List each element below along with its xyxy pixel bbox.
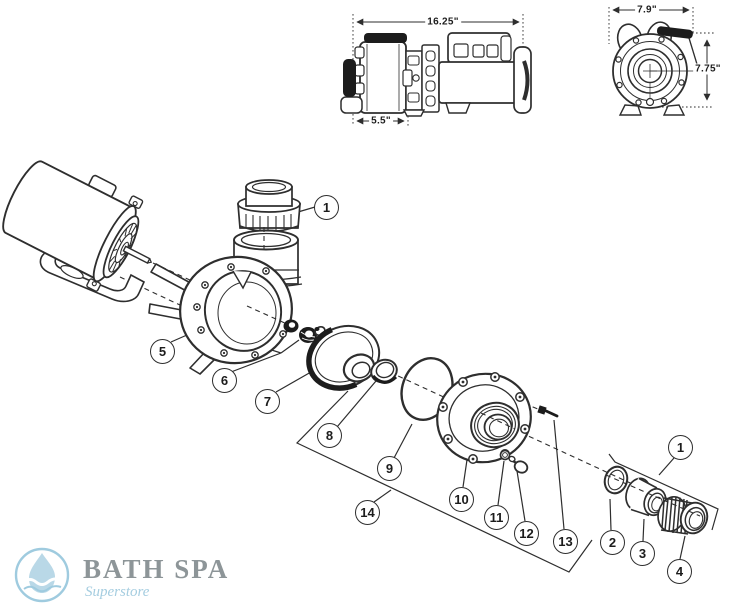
- front-view-drawing: [608, 6, 714, 116]
- callout-13-screw: 13: [553, 529, 578, 554]
- callout-5-motor: 5: [150, 339, 175, 364]
- logo-tagline: Superstore: [85, 584, 150, 600]
- drain-o-ring: [499, 449, 511, 461]
- callout-8-wear-ring: 8: [317, 423, 342, 448]
- callout-1-union-right: 1: [668, 435, 693, 460]
- logo-name: BATH SPA: [83, 554, 230, 584]
- callout-9-o-ring: 9: [377, 456, 402, 481]
- callout-2-union-o-ring: 2: [600, 530, 625, 555]
- callout-11-drain-o-ring: 11: [484, 505, 509, 530]
- callout-10-faceplate: 10: [449, 487, 474, 512]
- union-nut: [657, 495, 709, 535]
- dim-front-overall-width: 7.9": [635, 4, 659, 16]
- callout-4-union-nut: 4: [667, 559, 692, 584]
- leader-lines: [170, 206, 686, 560]
- dim-side-overall-width: 16.25": [425, 16, 461, 28]
- dim-front-overall-height: 7.75": [693, 63, 723, 75]
- union-fitting-top: [237, 179, 301, 233]
- logo-text: BATH SPA Superstore: [83, 546, 229, 601]
- motor: [2, 160, 153, 303]
- callout-14-wet-end: 14: [355, 500, 380, 525]
- dim-side-wet-end-width: 5.5": [369, 115, 393, 127]
- wear-ring: [370, 358, 398, 384]
- drain-plug: [508, 455, 529, 474]
- callout-12-drain-plug: 12: [514, 521, 539, 546]
- callout-6-shaft-seal: 6: [212, 368, 237, 393]
- centerline-overlays: [246, 227, 701, 517]
- pump-volute: [148, 229, 303, 375]
- side-view-drawing: [340, 14, 532, 126]
- group-brackets: [295, 390, 719, 573]
- faceplate: [436, 372, 532, 464]
- water-drop-icon: [14, 547, 70, 603]
- bath-spa-logo: BATH SPA Superstore: [13, 546, 229, 604]
- impeller: [306, 324, 381, 391]
- face-screw: [537, 405, 559, 418]
- callout-3-tailpiece: 3: [630, 541, 655, 566]
- callout-7-impeller: 7: [255, 389, 280, 414]
- shaft-seal-parts: [283, 319, 317, 343]
- callout-1-union-top: 1: [314, 195, 339, 220]
